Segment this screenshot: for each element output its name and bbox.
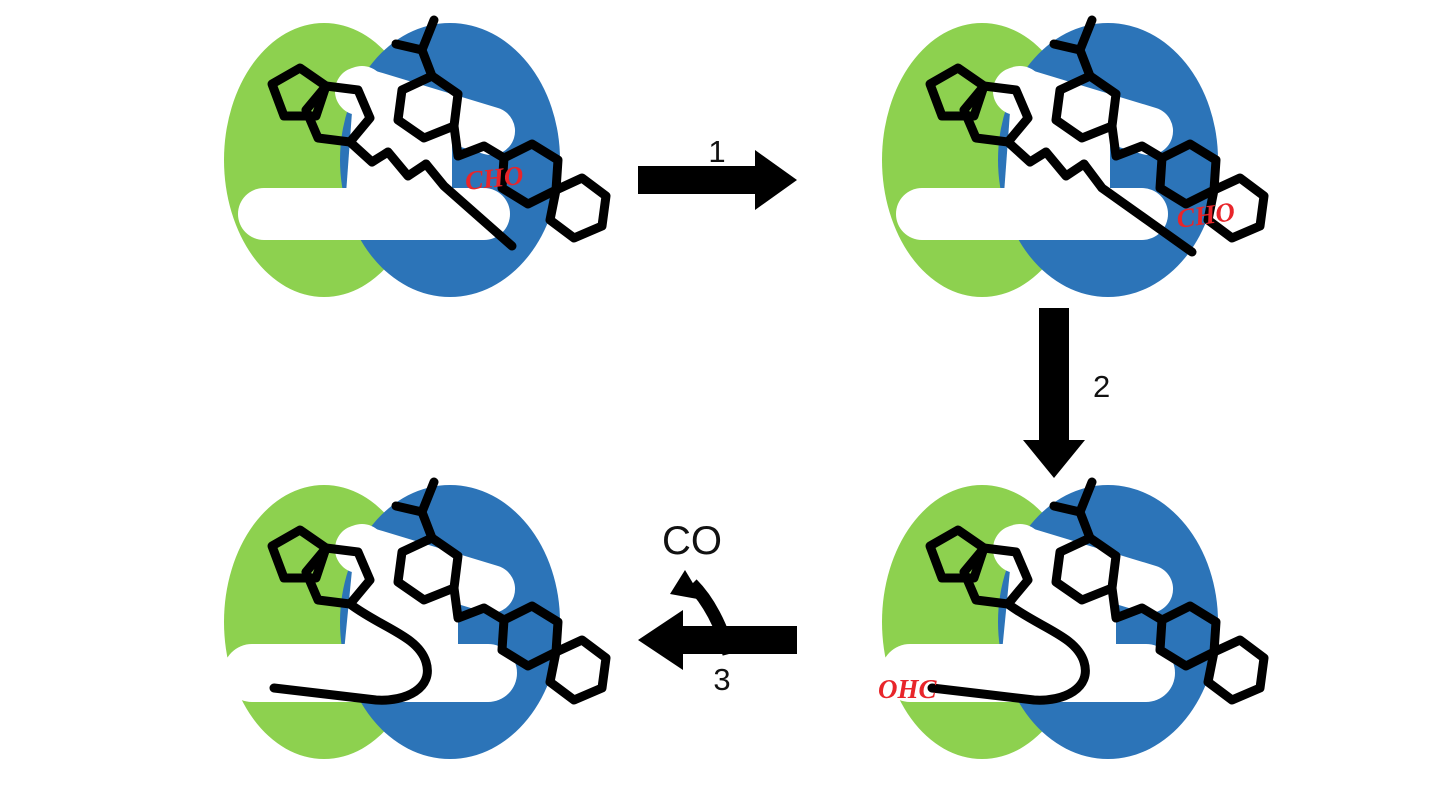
arrow-1-label: 1 — [708, 134, 725, 169]
co-branch-arrowhead — [670, 570, 703, 600]
panel-top-left[interactable]: CHO — [224, 20, 606, 297]
ohc-label-bottom-right: OHC — [878, 674, 938, 704]
cho-label-top-left: CHO — [463, 160, 524, 196]
arrow-1-shape — [638, 150, 797, 210]
co-branch-curve — [687, 579, 736, 656]
panel-top-right[interactable]: CHO — [882, 20, 1264, 297]
arrow-2-label: 2 — [1093, 369, 1110, 404]
arrow-3-label: 3 — [713, 662, 730, 697]
panel-bottom-right[interactable]: OHC — [878, 482, 1264, 759]
arrow-2-shape — [1023, 308, 1085, 478]
arrow-3-shape — [638, 610, 797, 670]
panel-bottom-left[interactable] — [223, 482, 606, 759]
arrow-3-group[interactable]: CO 3 — [638, 519, 797, 697]
co-byproduct-label: CO — [662, 519, 722, 563]
arrow-1-group[interactable]: 1 — [638, 134, 797, 210]
arrow-2-group[interactable]: 2 — [1023, 308, 1110, 478]
